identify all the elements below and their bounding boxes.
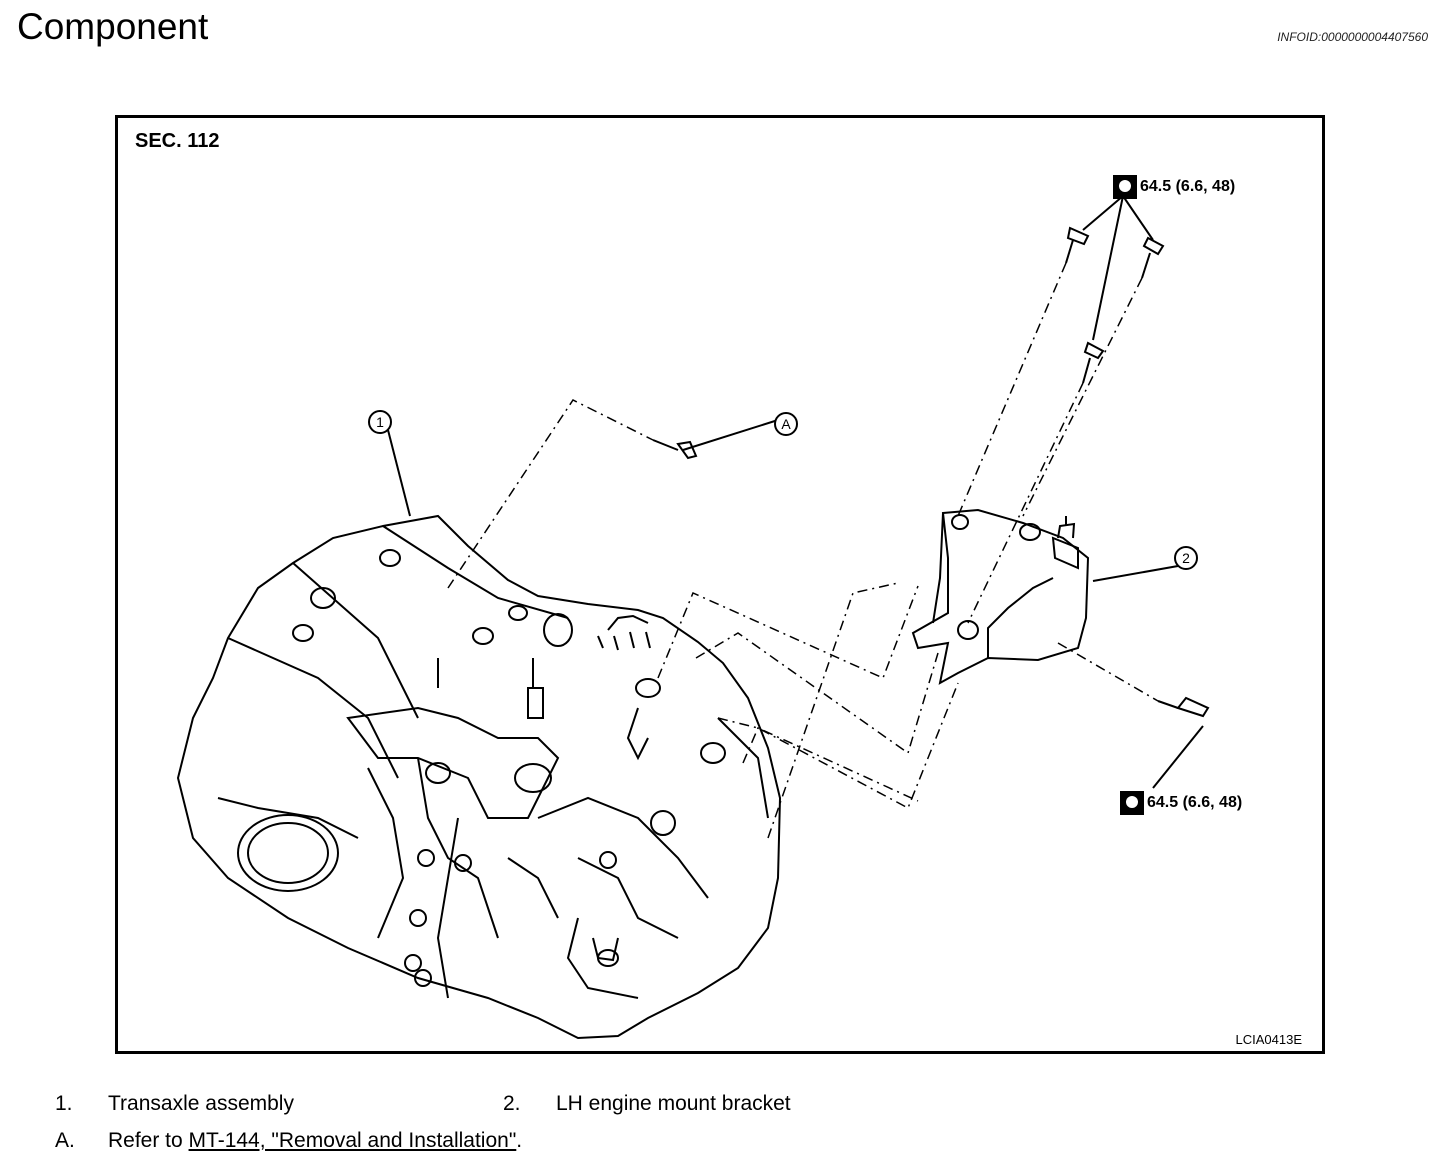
legend-num-1: 1. bbox=[55, 1092, 73, 1115]
legend-num-2: 2. bbox=[503, 1092, 521, 1115]
legend-letter-a: A. bbox=[55, 1129, 75, 1152]
section-label: SEC. 112 bbox=[135, 130, 220, 152]
note-suffix: . bbox=[516, 1129, 523, 1152]
callout-2: 2 bbox=[1182, 550, 1190, 566]
torque-spec-bottom: 64.5 (6.6, 48) bbox=[1120, 791, 1242, 815]
torque-icon bbox=[1113, 175, 1137, 199]
legend-note-a: Refer to MT-144, "Removal and Installati… bbox=[108, 1129, 522, 1153]
callout-1: 1 bbox=[376, 414, 384, 430]
removal-installation-link[interactable]: MT-144, "Removal and Installation" bbox=[188, 1129, 517, 1152]
note-prefix: Refer to bbox=[108, 1129, 189, 1152]
component-diagram: 1 2 A SEC. 112 64.5 (6.6, 48) 64.5 (6.6,… bbox=[115, 115, 1325, 1054]
info-id: INFOID:0000000004407560 bbox=[1277, 30, 1428, 44]
torque-value: 64.5 (6.6, 48) bbox=[1147, 794, 1243, 811]
torque-spec-top: 64.5 (6.6, 48) bbox=[1113, 175, 1235, 199]
legend-text-2: LH engine mount bracket bbox=[556, 1092, 791, 1115]
torque-value: 64.5 (6.6, 48) bbox=[1140, 178, 1236, 195]
page-title: Component bbox=[17, 6, 209, 47]
figure-code: LCIA0413E bbox=[1235, 1032, 1303, 1047]
legend-text-1: Transaxle assembly bbox=[108, 1092, 294, 1115]
exploded-view-drawing: 1 2 A bbox=[176, 195, 1210, 1040]
callout-a: A bbox=[781, 416, 791, 432]
torque-icon bbox=[1120, 791, 1144, 815]
